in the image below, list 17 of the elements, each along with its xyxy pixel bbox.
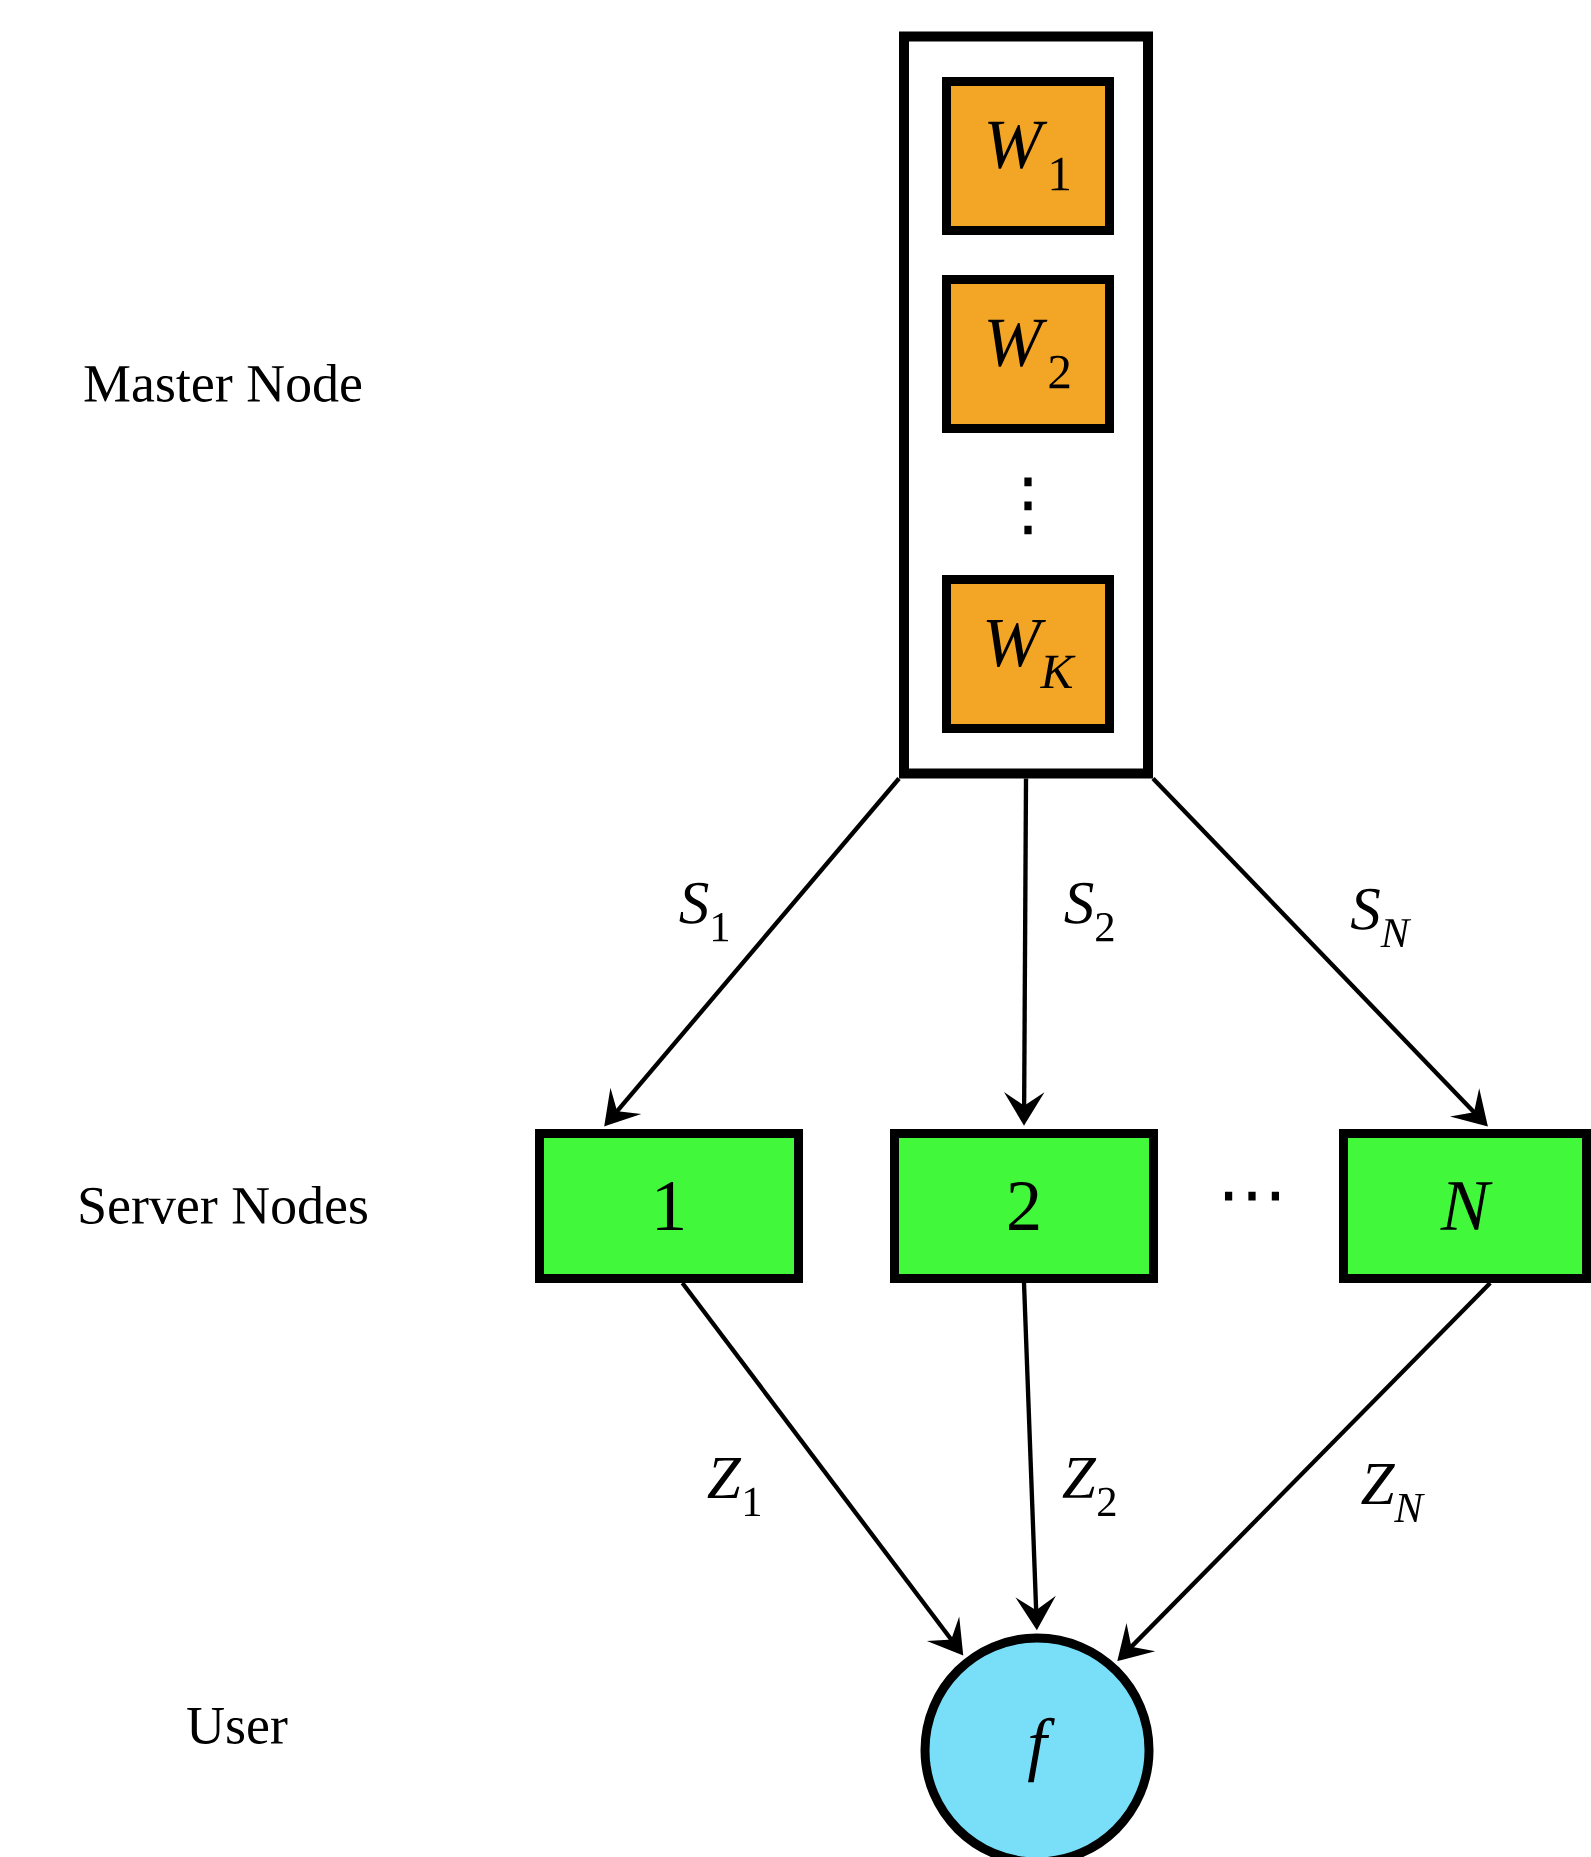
dots: ⋯ [1224, 1191, 1280, 1201]
worker-box: W$_{K}$ [942, 575, 1114, 733]
server-box: 2 [890, 1129, 1158, 1283]
row-label: Server Nodes [80, 1186, 367, 1224]
edge-label: S$_{2}$ [1064, 882, 1114, 942]
edge-label: S$_{N}$ [1351, 888, 1412, 948]
edge-label: Z$_{2}$ [1062, 1457, 1116, 1517]
dots: ⋮ [1024, 477, 1032, 535]
edge-label: Z$_{N}$ [1361, 1464, 1425, 1522]
edge-label: S$_{1}$ [679, 882, 729, 942]
worker-box: W$_{2}$ [942, 275, 1114, 433]
server-box: 1 [535, 1129, 803, 1283]
worker-box: W$_{1}$ [942, 77, 1114, 235]
row-label: User [187, 1708, 288, 1744]
edge-label: Z$_{1}$ [707, 1458, 760, 1516]
row-label: Master Node [84, 364, 362, 402]
server-box: N [1339, 1129, 1591, 1283]
